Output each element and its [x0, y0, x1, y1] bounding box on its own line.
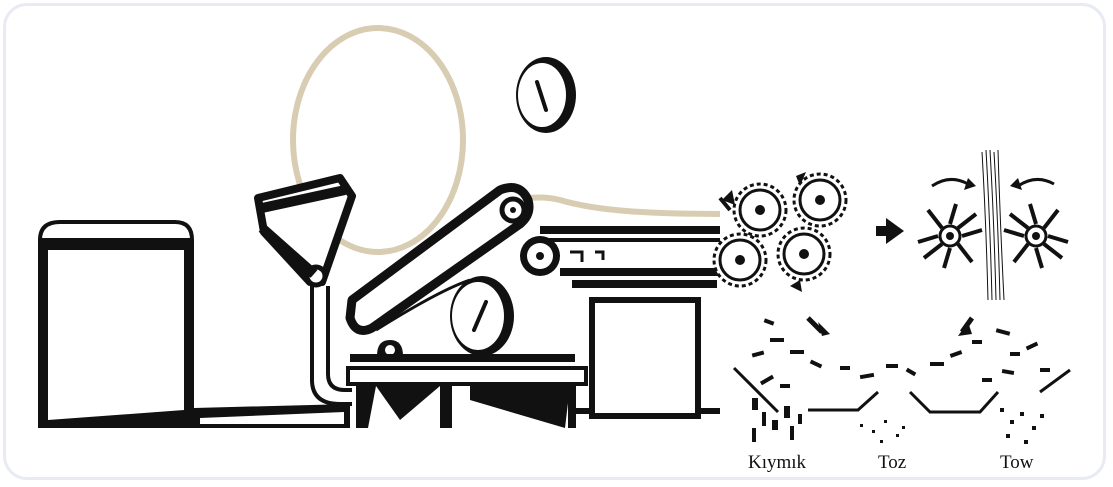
- disc-middle: [450, 276, 514, 356]
- belt-unit: [520, 226, 720, 276]
- rotor-right: [1004, 178, 1068, 268]
- small-roller: [377, 340, 403, 356]
- fiber-strands: [982, 150, 1004, 300]
- right-arrow-icon: [876, 218, 904, 244]
- debris: [752, 318, 1050, 444]
- hopper-arm: [258, 178, 352, 285]
- duct-pipe: [312, 286, 352, 404]
- arrow-icon: [790, 280, 802, 292]
- output-trough: [734, 318, 1070, 412]
- gear-3: [714, 234, 766, 286]
- gear-1: [734, 184, 786, 236]
- label-toz: Toz: [878, 452, 906, 474]
- gear-4: [778, 228, 830, 280]
- rotor-left: [918, 178, 982, 268]
- label-tow: Tow: [1000, 452, 1034, 474]
- cabinet: [572, 280, 717, 416]
- main-table: [348, 354, 586, 428]
- gear-cluster: [714, 172, 846, 292]
- disc-top: [516, 57, 576, 133]
- label-kiymik: Kıymık: [748, 452, 806, 474]
- feed-table: [38, 222, 194, 428]
